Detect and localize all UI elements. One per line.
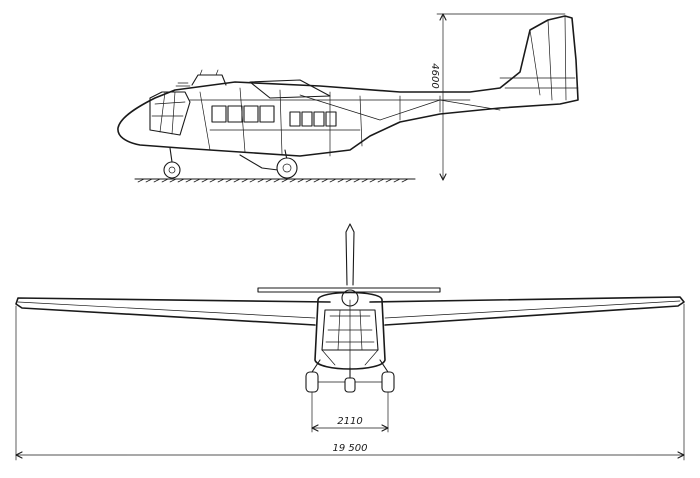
fuselage-side: [117, 15, 579, 157]
height-label: 4600: [429, 63, 440, 88]
front-view: 2110 19 500: [15, 223, 685, 461]
horizontal-tail: [257, 287, 441, 293]
span-label: 19 500: [333, 443, 368, 454]
height-dimension: 4600: [429, 13, 566, 181]
ground-line: [134, 178, 416, 183]
fuselage-front: [314, 289, 386, 370]
side-view: 4600: [117, 13, 579, 183]
vertical-tail: [345, 223, 355, 286]
cabin-windows: [211, 105, 337, 127]
wing-right: [369, 296, 685, 326]
span-dimension: 19 500: [15, 303, 685, 461]
track-label: 2110: [337, 416, 362, 427]
track-dimension: 2110: [311, 391, 389, 433]
landing-gear-side: [163, 147, 298, 179]
wing-left: [15, 297, 331, 326]
